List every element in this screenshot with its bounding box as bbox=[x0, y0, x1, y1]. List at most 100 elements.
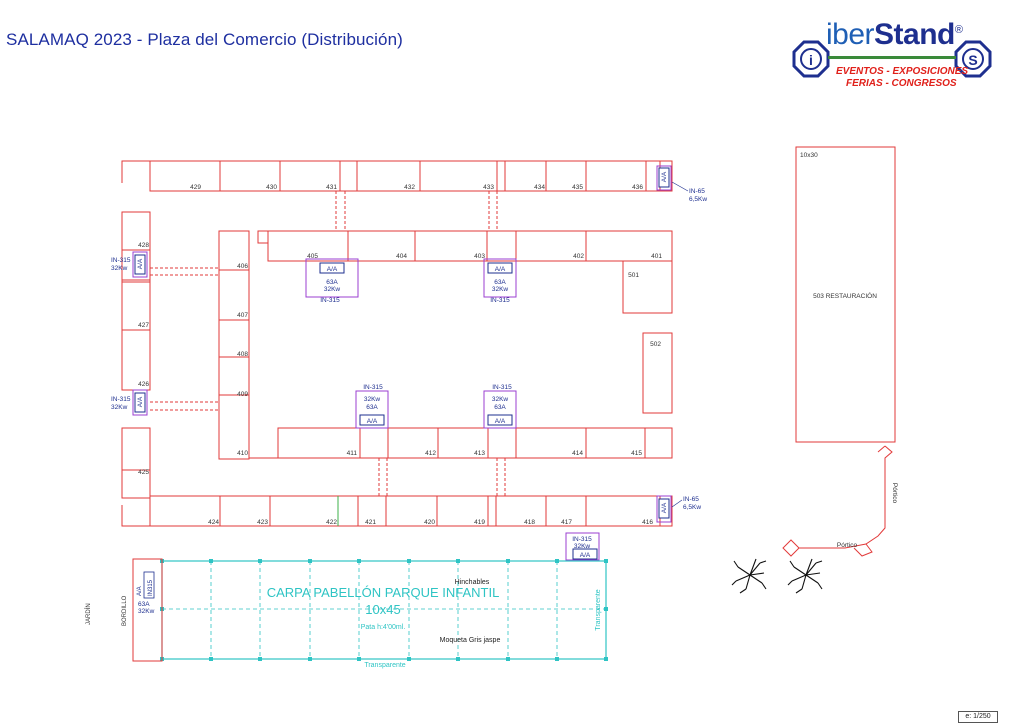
power-32kw-left-1: 32Kw bbox=[111, 265, 128, 272]
aa-box-left-2 bbox=[132, 389, 148, 416]
stand-434: 434 bbox=[534, 184, 545, 191]
stand-428: 428 bbox=[138, 242, 149, 249]
restaurant-label: 503 RESTAURACIÓN bbox=[813, 291, 877, 300]
power-32kw-413: 32Kw bbox=[492, 396, 509, 403]
stand-421: 421 bbox=[365, 519, 376, 526]
bordillo-strip bbox=[132, 558, 163, 662]
power-32kw-carpa: 32Kw bbox=[574, 543, 591, 550]
power-in315-413: IN-315 bbox=[492, 384, 512, 391]
stand-419: 419 bbox=[474, 519, 485, 526]
stand-501: 501 bbox=[628, 272, 639, 279]
logo-tagline-2: FERIAS - CONGRESOS bbox=[846, 78, 957, 89]
aa-unit-405: A/A bbox=[327, 266, 338, 273]
power-32kw-403: 32Kw bbox=[492, 286, 509, 293]
power-in315-carpa: IN-315 bbox=[572, 536, 592, 543]
aa-unit-carpa: A/A bbox=[580, 552, 591, 559]
aa-box-left-1 bbox=[132, 251, 148, 278]
power-in315-left-2: IN-315 bbox=[111, 396, 131, 403]
carpa-size: 10x45 bbox=[365, 602, 400, 617]
stand-420: 420 bbox=[424, 519, 435, 526]
in315-box-label: IN315 bbox=[148, 579, 154, 596]
stand-417: 417 bbox=[561, 519, 572, 526]
stand-418: 418 bbox=[524, 519, 535, 526]
stand-414: 414 bbox=[572, 450, 583, 457]
tree-icon bbox=[731, 558, 767, 594]
restaurant-block bbox=[795, 146, 896, 443]
carpa-title: CARPA PABELLÓN PARQUE INFANTIL bbox=[267, 585, 500, 600]
aa-unit-left-1: A/A bbox=[137, 258, 144, 269]
stand-412: 412 bbox=[425, 450, 436, 457]
aa-unit-403: A/A bbox=[495, 266, 506, 273]
logo-brand-bold: Stand bbox=[874, 18, 955, 51]
restaurant-size: 10x30 bbox=[800, 152, 818, 159]
stand-426: 426 bbox=[138, 381, 149, 388]
power-63a-413: 63A bbox=[494, 404, 506, 411]
power-box-carpa bbox=[565, 532, 600, 561]
aa-box-top-right bbox=[656, 165, 672, 191]
aa-unit-411: A/A bbox=[367, 418, 378, 425]
stand-433: 433 bbox=[483, 184, 494, 191]
stand-431: 431 bbox=[326, 184, 337, 191]
stand-422: 422 bbox=[326, 519, 337, 526]
carpa-hinchables: Hinchables bbox=[455, 579, 490, 586]
logo-brand: iberStand® bbox=[826, 18, 963, 52]
stand-401: 401 bbox=[651, 253, 662, 260]
stand-407: 407 bbox=[237, 312, 248, 319]
stand-406: 406 bbox=[237, 263, 248, 270]
svg-text:S: S bbox=[968, 52, 977, 68]
stand-408: 408 bbox=[237, 351, 248, 358]
stand-415: 415 bbox=[631, 450, 642, 457]
stand-405: 405 bbox=[307, 253, 318, 260]
stand-416: 416 bbox=[642, 519, 653, 526]
tree-icon bbox=[787, 558, 823, 594]
in315-box bbox=[143, 571, 155, 599]
power-box-403 bbox=[483, 258, 517, 298]
aa-unit-top-right: A/A bbox=[661, 171, 668, 182]
transparente-right: Transparente bbox=[595, 589, 602, 630]
svg-text:i: i bbox=[809, 52, 813, 68]
power-32kw-left-2: 32Kw bbox=[111, 404, 128, 411]
scale-box: e: 1/250 bbox=[958, 711, 998, 723]
aa-unit-413: A/A bbox=[495, 418, 506, 425]
aa-unit-carpa-side: A/A bbox=[137, 586, 143, 596]
power-in65-top: IN-65 bbox=[689, 188, 705, 195]
power-in65-bottom: IN-65 bbox=[683, 496, 699, 503]
stand-411: 411 bbox=[347, 450, 358, 457]
power-63a-411: 63A bbox=[366, 404, 378, 411]
power-in315-403: IN-315 bbox=[490, 297, 510, 304]
stand-432: 432 bbox=[404, 184, 415, 191]
stand-423: 423 bbox=[257, 519, 268, 526]
power-63a-403: 63A bbox=[494, 279, 506, 286]
logo-registered-mark: ® bbox=[954, 24, 963, 36]
portico-label-bottom: Pórtico bbox=[837, 542, 858, 549]
power-in315-left-1: IN-315 bbox=[111, 257, 131, 264]
power-in315-405: IN-315 bbox=[320, 297, 340, 304]
transparente-bottom: Transparente bbox=[364, 662, 405, 669]
logo-brand-light: iber bbox=[826, 18, 875, 51]
power-in315-411: IN-315 bbox=[363, 384, 383, 391]
carpa-moqueta: Moqueta Gris jaspe bbox=[440, 637, 501, 644]
power-63a-405: 63A bbox=[326, 279, 338, 286]
stand-404: 404 bbox=[396, 253, 407, 260]
aa-unit-bottom-right: A/A bbox=[661, 502, 668, 513]
stand-402: 402 bbox=[573, 253, 584, 260]
stand-436: 436 bbox=[632, 184, 643, 191]
carpa-32kw: 32Kw bbox=[138, 608, 155, 615]
stand-409: 409 bbox=[237, 391, 248, 398]
aa-unit-left-2: A/A bbox=[137, 396, 144, 407]
logo-badges: i S bbox=[792, 40, 992, 78]
power-32kw-411: 32Kw bbox=[364, 396, 381, 403]
iberstand-logo: i S iberStand® EVENTOS - EXPOSICIONES FE… bbox=[784, 18, 1000, 98]
stand-502: 502 bbox=[650, 341, 661, 348]
power-box-411 bbox=[355, 390, 389, 429]
bordillo-label: BORDILLO bbox=[122, 595, 128, 626]
logo-tagline-1: EVENTOS - EXPOSICIONES bbox=[836, 66, 969, 77]
carpa-pata: Pata h:4'00ml. bbox=[361, 624, 406, 631]
stand-410: 410 bbox=[237, 450, 248, 457]
power-box-405 bbox=[305, 258, 359, 298]
power-box-413 bbox=[483, 390, 517, 429]
stand-425: 425 bbox=[138, 469, 149, 476]
jardin-label: JARDÍN bbox=[85, 603, 92, 625]
portico-label-right: Pórtico bbox=[891, 483, 898, 504]
stand-435: 435 bbox=[572, 184, 583, 191]
